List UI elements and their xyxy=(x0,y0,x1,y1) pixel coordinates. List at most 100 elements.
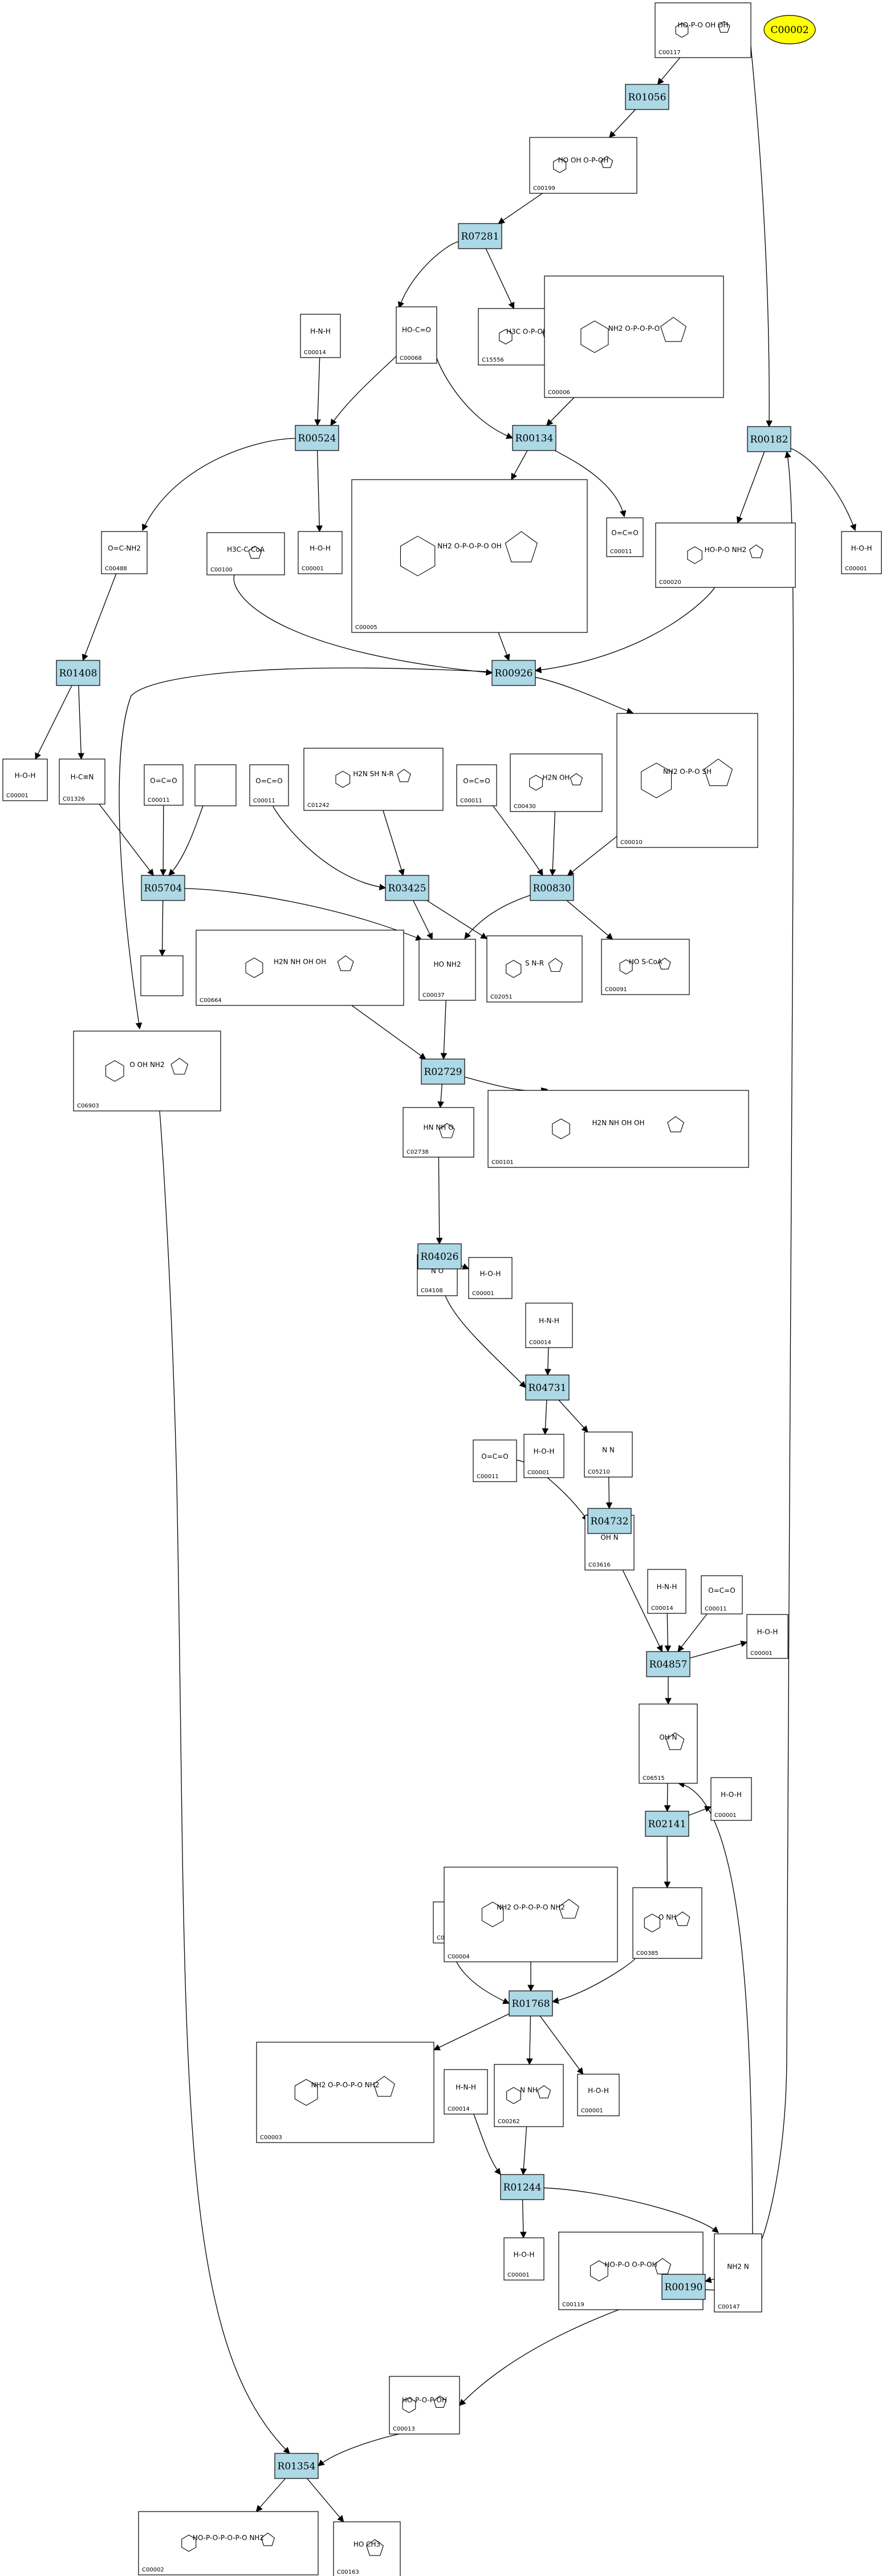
ring-shape xyxy=(675,22,689,38)
reaction-id-label: R03425 xyxy=(388,883,426,894)
reaction-node[interactable]: R04731 xyxy=(525,1374,570,1401)
reaction-node[interactable]: R01768 xyxy=(509,1990,553,2017)
edge-39 xyxy=(440,1000,448,1060)
compound-box xyxy=(59,758,105,805)
reaction-node[interactable]: R07281 xyxy=(458,223,502,249)
reaction-node[interactable]: R01408 xyxy=(56,660,100,686)
compound-node[interactable] xyxy=(194,764,237,806)
compound-id-label: C00262 xyxy=(498,2119,520,2125)
edge-22 xyxy=(535,677,634,715)
compound-structure-text: HO-P-O NH2 xyxy=(705,546,747,554)
reaction-node[interactable]: R04026 xyxy=(417,1243,462,1269)
reaction-id-label: R02729 xyxy=(424,1066,462,1078)
ring-shape xyxy=(548,958,563,972)
compound-id-label: C00014 xyxy=(304,350,326,356)
reaction-node[interactable]: R05704 xyxy=(141,875,185,901)
reaction-node[interactable]: R00830 xyxy=(530,875,574,901)
edge-2 xyxy=(608,109,636,138)
compound-box xyxy=(494,2064,564,2127)
reaction-box xyxy=(417,1243,462,1269)
compound-id-label: C00001 xyxy=(527,1470,550,1476)
compound-id-label: C06903 xyxy=(77,1103,99,1109)
reaction-node[interactable]: R00190 xyxy=(661,2274,706,2300)
reaction-node[interactable]: R04857 xyxy=(646,1651,690,1677)
compound-id-label: C00011 xyxy=(148,797,170,804)
reaction-node[interactable]: R02141 xyxy=(645,1811,689,1837)
edge-52 xyxy=(622,1569,663,1653)
reaction-box xyxy=(646,1651,690,1677)
edge-11 xyxy=(316,450,323,533)
compound-node[interactable] xyxy=(140,955,184,996)
reaction-node[interactable]: R00926 xyxy=(491,660,536,686)
compound-box xyxy=(486,935,583,1003)
ring-shape xyxy=(666,1732,685,1750)
reaction-node[interactable]: R00134 xyxy=(512,425,556,451)
reaction-node[interactable]: R01056 xyxy=(625,84,669,110)
reaction-node[interactable]: R03425 xyxy=(385,875,429,901)
compound-id-label: C00001 xyxy=(302,566,324,572)
reaction-node[interactable]: R00524 xyxy=(295,425,339,451)
compound-id-label: C00001 xyxy=(472,1291,494,1297)
compound-structure-text: H-O-H xyxy=(534,1447,555,1455)
reaction-node[interactable]: R01354 xyxy=(274,2453,319,2479)
reaction-node[interactable]: R00182 xyxy=(747,426,791,452)
reaction-node[interactable]: R04732 xyxy=(587,1508,632,1534)
reaction-node[interactable]: R01244 xyxy=(500,2174,544,2200)
root-node[interactable]: C00002 xyxy=(763,15,816,44)
reaction-box xyxy=(295,425,339,451)
compound-structure-text: H2N NH OH OH xyxy=(274,958,326,966)
compound-id-label: C00011 xyxy=(477,1474,499,1480)
reaction-node[interactable]: R02729 xyxy=(421,1058,465,1085)
root-label: C00002 xyxy=(770,25,808,36)
compound-node[interactable]: H-O-H C00001 xyxy=(523,1434,564,1478)
compound-id-label: C00001 xyxy=(507,2272,530,2278)
